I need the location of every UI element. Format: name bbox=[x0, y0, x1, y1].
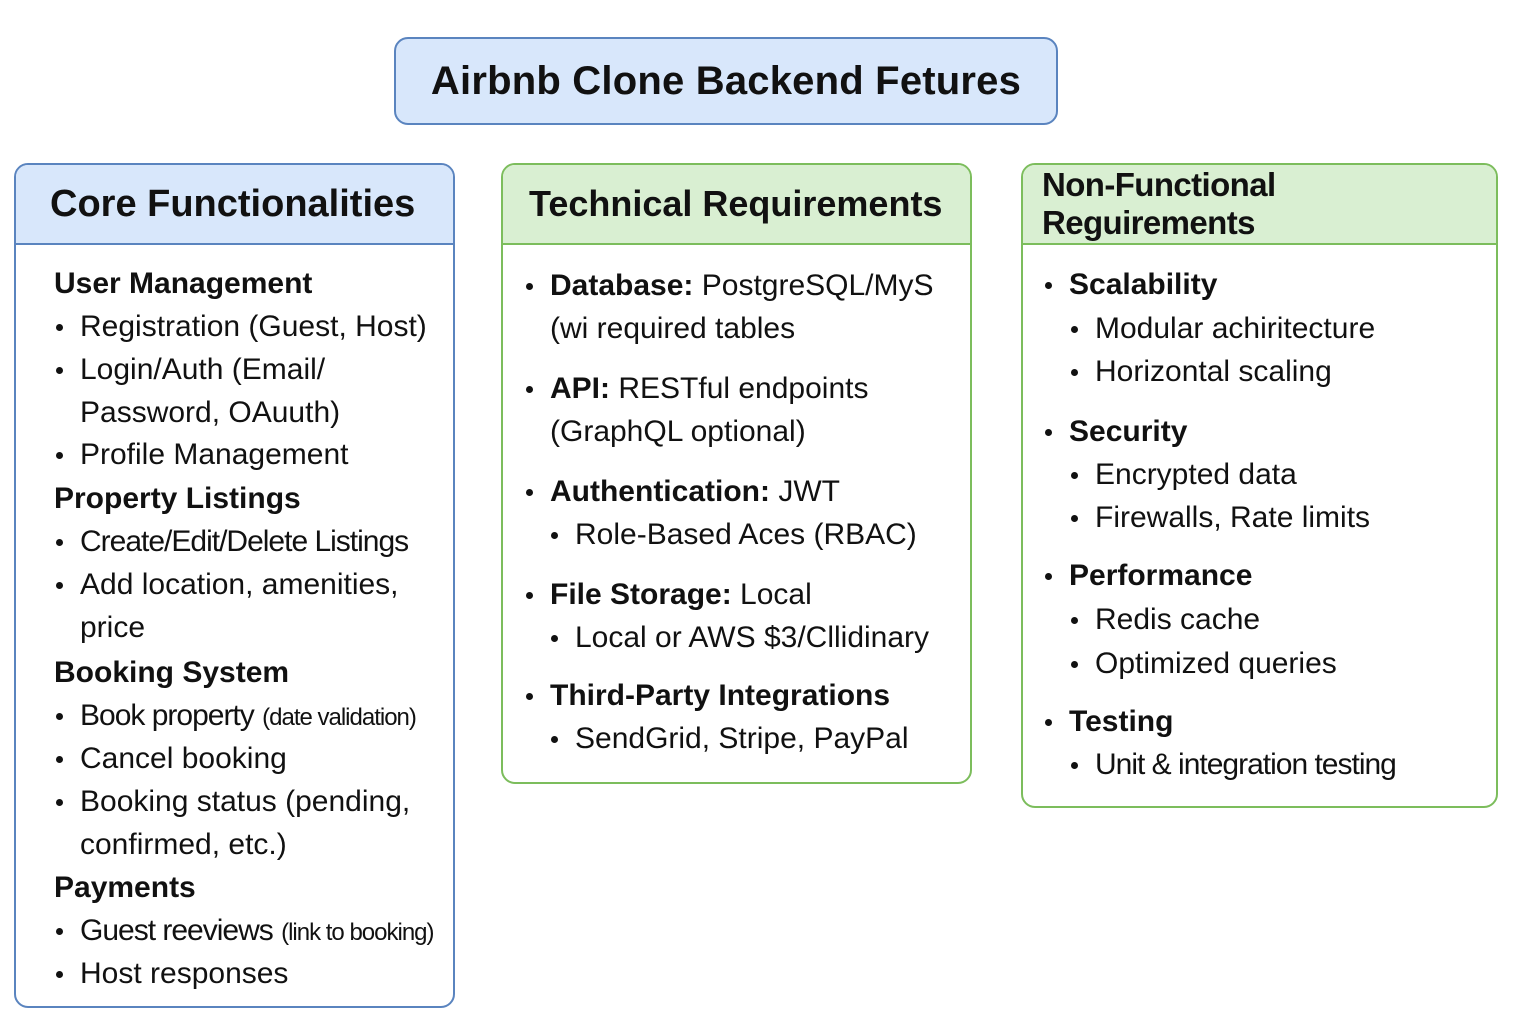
list-item: Registration (Guest, Host) bbox=[56, 310, 427, 343]
non-functional-requirements-heading: Non-Functional Reguirements bbox=[1023, 165, 1496, 245]
core-functionalities-heading: Core Functionalities bbox=[16, 165, 453, 245]
list-item-continuation: price bbox=[80, 611, 146, 644]
tech-item-third-party: Third-Party Integrations bbox=[525, 679, 891, 712]
tech-item-continuation: (GraphQL optional) bbox=[550, 415, 806, 448]
nfr-sub-item: Firewalls, Rate limits bbox=[1070, 501, 1371, 534]
list-item-note: (date validation) bbox=[262, 704, 417, 731]
list-item-text: Book property bbox=[80, 699, 255, 732]
technical-requirements-heading: Technical Requirements bbox=[503, 165, 970, 245]
list-item: Create/Edit/Delete Listings bbox=[55, 525, 409, 558]
list-item: Login/Auth (Email/ bbox=[55, 353, 326, 386]
tech-item-text: PostgreSQL/MyS bbox=[701, 269, 934, 302]
tech-item-text: Local bbox=[740, 578, 812, 611]
tech-item-database: Database: PostgreSQL/MyS bbox=[526, 268, 934, 304]
nfr-group-testing: Testing bbox=[1044, 705, 1174, 738]
tech-sub-item: Role-Based Aces (RBAC) bbox=[551, 518, 917, 551]
tech-item-file-storage: File Storage: Local bbox=[526, 577, 812, 613]
diagram-title: Airbnb Clone Backend Fetures bbox=[394, 37, 1058, 125]
list-item: Add location, amenities, bbox=[56, 568, 399, 601]
list-item: Booking status (pending, bbox=[55, 785, 411, 818]
nfr-group-performance: Performance bbox=[1044, 559, 1253, 592]
nfr-sub-item: Modular achiritecture bbox=[1070, 312, 1376, 345]
list-item: Cancel booking bbox=[56, 742, 287, 775]
nfr-sub-item: Encrypted data bbox=[1071, 458, 1297, 491]
tech-item-api: API: RESTful endpoints bbox=[525, 371, 869, 407]
section-label-user-management: User Management bbox=[54, 267, 313, 300]
nfr-sub-item: Horizontal scaling bbox=[1071, 355, 1332, 388]
list-item: Host responses bbox=[55, 957, 289, 990]
list-item-continuation: confirmed, etc.) bbox=[80, 828, 287, 861]
technical-requirements-panel: Technical Requirements Database: Postgre… bbox=[501, 163, 972, 784]
tech-sub-item: SendGrid, Stripe, PayPal bbox=[551, 722, 909, 755]
list-item: Profile Management bbox=[55, 438, 349, 471]
list-item-text: Guest reeviews bbox=[80, 914, 274, 947]
list-item: Book property (date validation) bbox=[56, 698, 417, 736]
tech-item-text: RESTful endpoints bbox=[618, 372, 869, 405]
list-item: Guest reeviews (link to booking) bbox=[56, 913, 435, 951]
nfr-group-scalability: Scalability bbox=[1044, 268, 1218, 301]
tech-item-label: API: bbox=[550, 372, 610, 405]
non-functional-requirements-panel: Non-Functional Reguirements Scalability … bbox=[1021, 163, 1498, 808]
tech-item-text: JWT bbox=[778, 475, 840, 508]
nfr-sub-item: Redis cache bbox=[1070, 603, 1261, 636]
tech-sub-item: Local or AWS $3/Cllidinary bbox=[550, 621, 930, 654]
nfr-group-security: Security bbox=[1044, 415, 1188, 448]
nfr-sub-item: Unit & integration testing bbox=[1071, 748, 1397, 781]
tech-item-label: Authentication: bbox=[550, 475, 770, 508]
list-item-continuation: Password, OAuuth) bbox=[80, 396, 341, 429]
tech-item-label: File Storage: bbox=[550, 578, 732, 611]
section-label-property-listings: Property Listings bbox=[54, 482, 301, 515]
list-item-note: (link to booking) bbox=[281, 919, 434, 946]
section-label-booking-system: Booking System bbox=[54, 656, 290, 689]
tech-item-authentication: Authentication: JWT bbox=[526, 474, 840, 510]
tech-item-label: Database: bbox=[550, 269, 694, 302]
core-functionalities-panel: Core Functionalities User Management Reg… bbox=[14, 163, 455, 1008]
section-label-payments: Payments bbox=[54, 871, 196, 904]
tech-item-continuation: (wi required tables bbox=[550, 312, 796, 345]
nfr-sub-item: Optimized queries bbox=[1071, 647, 1337, 680]
